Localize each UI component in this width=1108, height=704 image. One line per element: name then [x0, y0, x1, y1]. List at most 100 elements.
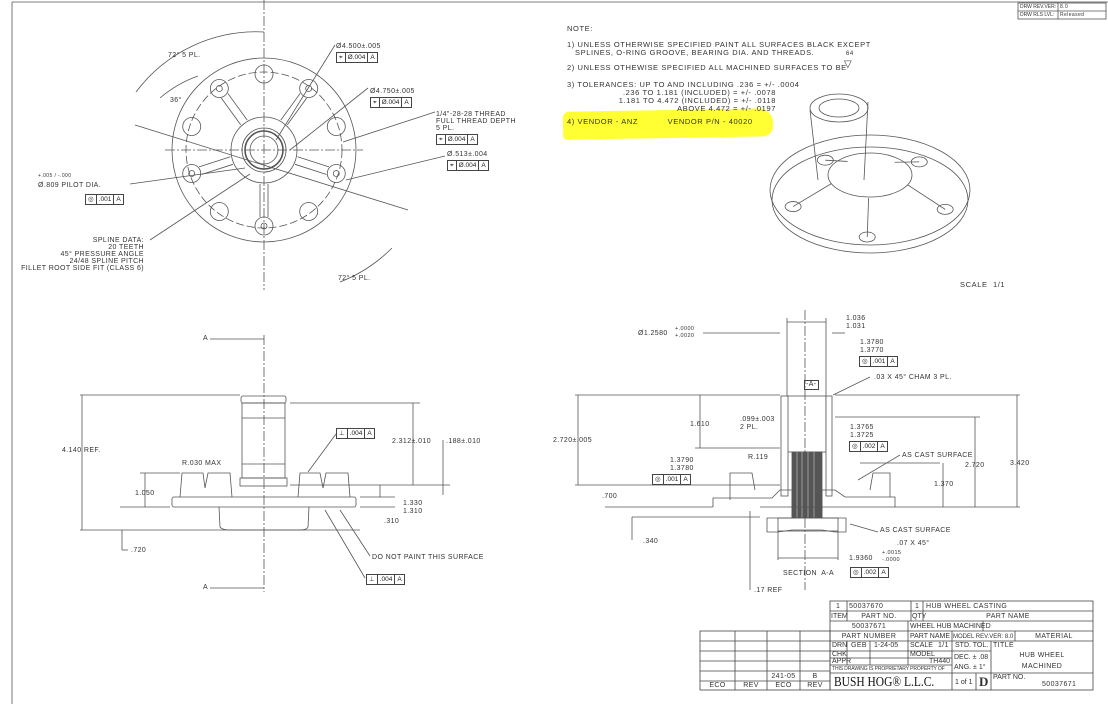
threaded-hole	[326, 164, 346, 183]
spoke-rib	[227, 93, 248, 121]
company-logo: BUSH HOG® L.L.C.	[834, 675, 935, 690]
part-no-value: 50037671	[1042, 681, 1077, 688]
angle-72-top: 72° 5 PL.	[168, 52, 201, 59]
dim-dia-1258: Ø1.2580	[638, 330, 668, 337]
proprietary-notice: THIS DRAWING IS PROPRIETARY PROPERTY OF	[832, 666, 945, 672]
spoke-rib	[297, 156, 330, 168]
rev-ver-label: DRW REV.VER:	[1020, 4, 1057, 10]
label-title: TITLE	[993, 642, 1015, 649]
pilot-dia-tolerance: +.005 / -.000	[38, 173, 72, 179]
eco-value: 241-05	[771, 673, 796, 680]
note-1-cont: SPLINES, O-RING GROOVE, BEARING DIA. AND…	[567, 48, 815, 57]
thread-hole-center	[332, 170, 340, 177]
dim-13780b: 1.3780	[670, 465, 694, 472]
dim-13765: 1.3765	[850, 424, 874, 431]
bom-qty: 1	[915, 603, 920, 610]
dim-1610: 1.610	[690, 421, 710, 428]
surface-finish-icon: ▽	[844, 59, 853, 70]
spline-pitch: 24/48 SPLINE PITCH	[69, 258, 144, 265]
angle-36: 36°	[170, 97, 182, 104]
threaded-hole	[254, 216, 274, 236]
dim-1050: 1.050	[135, 490, 155, 497]
spline-fit: FILLET ROOT SIDE FIT (CLASS 6)	[21, 265, 144, 272]
bolt-hole	[326, 117, 346, 136]
top-view	[129, 0, 446, 290]
sheet-size: D	[979, 674, 989, 689]
label-rev: REV	[807, 682, 823, 689]
scale-label: SCALE 1/1	[960, 280, 1006, 289]
chamfer-07: .07 X 45°	[897, 540, 930, 547]
spline-data-heading: SPLINE DATA:	[92, 237, 144, 244]
drawn-by: GEB	[851, 642, 867, 649]
iso-rib	[792, 183, 832, 207]
iso-rib	[866, 197, 870, 237]
rls-lvl-value: Released	[1060, 12, 1085, 18]
label-std-tol: STD. TOL.	[955, 642, 989, 649]
datum-a-label: -A-	[804, 380, 819, 390]
dim-1036: 1.036	[846, 315, 866, 322]
note-3-line-3: 1.181 TO 4.472 (INCLUDED) = +/- .0118	[618, 96, 776, 105]
thread-hole-center	[305, 85, 313, 92]
dim-3420: 3.420	[1010, 460, 1030, 467]
section-view	[575, 310, 1020, 590]
thread-callout: 1/4"-28-28 THREAD	[436, 111, 506, 118]
note-3-line-4: ABOVE 4.472 = +/- .0197	[677, 104, 776, 113]
bolt-hole	[299, 202, 319, 221]
dim-310: .310	[384, 518, 400, 525]
dim-720: .720	[131, 547, 147, 554]
scale-value: 1/1	[938, 642, 949, 649]
bolt-hole	[209, 202, 229, 221]
dim-099-places: 2 PL.	[740, 424, 759, 431]
rev-ver-value: 8.0	[1060, 4, 1069, 10]
model-value: TH440	[929, 658, 951, 665]
dim-13780: 1.3780	[860, 339, 884, 346]
dim-dia-4750: Ø4.750±.005	[370, 88, 415, 95]
pilot-dia: Ø.809 PILOT DIA.	[38, 182, 102, 189]
label-material: MATERIAL	[1035, 633, 1073, 640]
spoke-rib	[221, 97, 242, 126]
dim-13790: 1.3790	[670, 457, 694, 464]
as-cast-surface-note: AS CAST SURFACE	[902, 452, 973, 459]
dim-1031: 1.031	[846, 323, 866, 330]
header-qty: QTY	[912, 613, 927, 620]
spoke-rib	[280, 93, 301, 121]
bom-part-no: 50037670	[849, 603, 884, 610]
rev-value: B	[812, 673, 818, 680]
thread-places: 5 PL.	[436, 125, 455, 132]
label-part-number: PART NUMBER	[841, 633, 897, 640]
label-part-name: PART NAME	[909, 633, 951, 640]
dim-17-ref: .17 REF	[754, 587, 783, 594]
dim-1258-tol-upper: +.0000	[675, 326, 695, 332]
section-mark-bottom: A	[203, 584, 209, 591]
note-3: 3) TOLERANCES: UP TO AND INCLUDING .236 …	[567, 80, 800, 89]
iso-hole	[784, 201, 802, 212]
note-2: 2) UNLESS OTHEWISE SPECIFIED ALL MACHINE…	[567, 63, 847, 72]
surface-finish-value: 64	[846, 51, 854, 57]
model-rev: MODEL REV.VER: 8.0	[953, 634, 1014, 640]
dim-188: .188±.010	[446, 438, 481, 445]
spoke-rib	[286, 97, 307, 126]
dim-r119: R.119	[748, 454, 769, 461]
rls-lvl-label: DRW RLS LVL:	[1020, 12, 1055, 18]
thread-hole-center	[188, 170, 196, 177]
bolt-hole	[254, 64, 274, 84]
thread-hole-center	[260, 222, 268, 230]
as-cast-surface-note-2: AS CAST SURFACE	[880, 527, 951, 534]
dim-13725: 1.3725	[850, 432, 874, 439]
spoke-rib	[294, 163, 327, 175]
label-drn: DRN	[832, 642, 848, 649]
dim-19360: 1.9360	[849, 555, 873, 562]
threaded-hole	[299, 79, 319, 98]
part-number-value: 50037671	[851, 623, 887, 630]
dim-r030: R.030 MAX	[182, 460, 222, 467]
dim-13770: 1.3770	[860, 347, 884, 354]
dim-dia-513: Ø.513±.004	[447, 151, 488, 158]
bom-part-name: HUB WHEEL CASTING	[926, 603, 1008, 610]
dim-dia-4500: Ø4.500±.005	[336, 43, 381, 50]
side-view	[80, 335, 450, 592]
